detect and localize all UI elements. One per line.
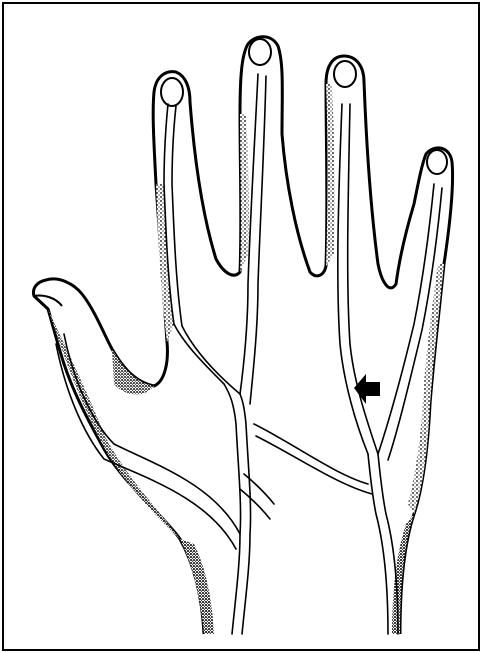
ring-fingernail bbox=[334, 61, 356, 87]
middle-fingernail bbox=[249, 39, 271, 65]
hand-illustration bbox=[4, 4, 478, 649]
index-fingernail bbox=[161, 78, 183, 106]
little-fingernail bbox=[427, 150, 447, 174]
palm-shading bbox=[112, 349, 154, 394]
